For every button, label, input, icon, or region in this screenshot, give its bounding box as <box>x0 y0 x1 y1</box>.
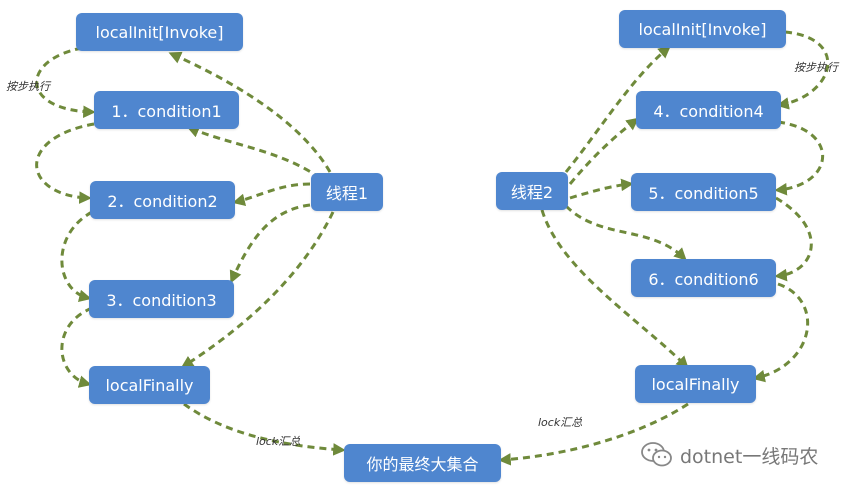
edge-init-left-to-c1 <box>35 46 96 119</box>
edge-thread1-to-c2 <box>232 182 311 206</box>
watermark-text: dotnet一线码农 <box>680 445 819 468</box>
edge-init-right-to-c4 <box>776 30 830 110</box>
label-step-left: 按步执行 <box>6 80 50 93</box>
node-condition-3: 3．condition3 <box>89 280 234 318</box>
node-condition-1: 1．condition1 <box>94 91 239 129</box>
node-thread-1: 线程1 <box>311 173 383 211</box>
edge-c3-to-finally-left <box>60 306 93 388</box>
node-local-finally-right: localFinally <box>635 365 756 403</box>
label-lock-left: lock汇总 <box>256 435 301 448</box>
edge-thread1-to-finally-left <box>180 211 335 369</box>
node-condition-6: 6．condition6 <box>631 259 776 297</box>
node-final-collection: 你的最终大集合 <box>344 444 501 482</box>
edge-thread1-to-c1 <box>186 125 321 180</box>
node-condition-4: 4．condition4 <box>636 91 781 129</box>
edge-thread1-to-init-left <box>168 51 332 173</box>
edge-finally-left-to-collection <box>183 402 346 456</box>
edge-thread1-to-c3 <box>229 203 311 284</box>
edge-finally-right-to-collection <box>498 402 689 466</box>
node-condition-2: 2．condition2 <box>90 181 235 219</box>
edge-c4-to-c5 <box>774 120 825 196</box>
wechat-icon <box>641 442 672 467</box>
node-local-finally-left: localFinally <box>89 366 210 404</box>
edge-thread2-to-c6 <box>564 204 687 261</box>
edge-thread2-to-c5 <box>569 178 634 200</box>
node-condition-5: 5．condition5 <box>631 173 776 211</box>
edge-c1-to-c2 <box>35 122 95 204</box>
edge-thread2-to-init-right <box>564 45 671 173</box>
node-local-init-left: localInit[Invoke] <box>76 13 243 51</box>
label-lock-right: lock汇总 <box>538 416 583 429</box>
edge-c2-to-c3 <box>60 210 93 303</box>
watermark: dotnet一线码农 <box>640 440 818 470</box>
edge-c5-to-c6 <box>774 196 813 282</box>
label-step-right: 按步执行 <box>794 61 838 74</box>
edge-c6-to-finally-right <box>752 282 810 383</box>
node-thread-2: 线程2 <box>496 172 568 210</box>
node-local-init-right: localInit[Invoke] <box>619 10 786 48</box>
